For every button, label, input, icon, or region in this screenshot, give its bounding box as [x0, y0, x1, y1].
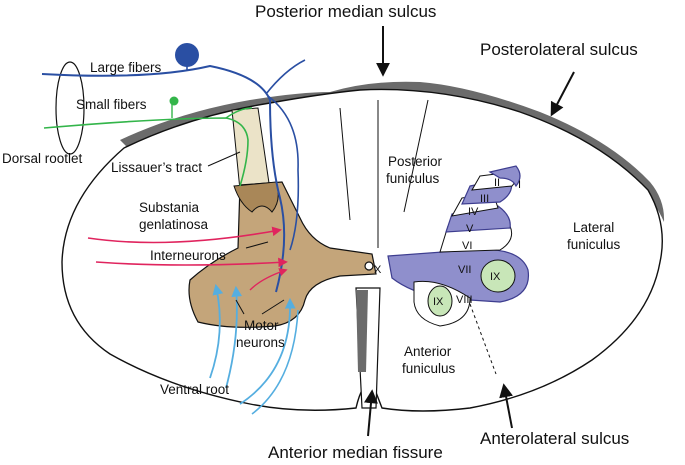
anterior-median-fissure-label: Anterior median fissure — [268, 443, 443, 462]
large-fiber-branch — [267, 95, 300, 251]
posterolateral-sulcus-label: Posterolateral sulcus — [480, 40, 638, 59]
ventral-root-fiber-3 — [239, 297, 296, 405]
lamina-viii-label: VIII — [456, 294, 473, 306]
lamina-vi-label: VI — [462, 240, 472, 252]
lamina-iv-label: IV — [468, 206, 479, 218]
posterior-septum-right — [403, 99, 429, 213]
lamina-ix-lateral-label: IX — [490, 271, 501, 283]
ventral-root-fiber-2 — [225, 285, 243, 389]
motor-neurons-label-line2: neurons — [236, 335, 285, 350]
anterior-funiculus-label-line1: Anterior — [404, 344, 452, 359]
posterior-septum-left — [339, 107, 351, 221]
lamina-i-region — [488, 165, 521, 188]
motor-pointer-2 — [261, 299, 285, 315]
substantia-label-line2: genlatinosa — [139, 217, 209, 232]
lamina-ix-medial-region — [427, 285, 453, 317]
interneurons-label: Interneurons — [150, 248, 226, 263]
small-fiber-path — [43, 117, 249, 187]
interneuron-pointer — [245, 241, 269, 249]
lamina-ix-lateral-region — [480, 259, 516, 293]
interneuron-arrow-motor — [249, 268, 288, 291]
lissauer-pointer — [207, 151, 241, 167]
posterior-funiculus-label-line1: Posterior — [388, 154, 443, 169]
anterolateral-sulcus-label: Anterolateral sulcus — [480, 429, 629, 448]
dorsal-rootlet-ellipse — [55, 61, 85, 155]
anterolateral-sulcus-arrow — [499, 383, 513, 429]
large-fibers-label: Large fibers — [90, 60, 162, 75]
lamina-v-label: V — [466, 223, 474, 235]
lamina-ii-label: II — [494, 177, 500, 189]
interneuron-arrow-upper — [87, 226, 282, 244]
small-fiber-branch — [225, 107, 253, 119]
central-canal-mark: X — [374, 264, 382, 276]
lamina-i-label: I — [518, 179, 521, 191]
ventral-root-fiber-4 — [251, 309, 299, 415]
anterior-funiculus-label-line2: funiculus — [402, 361, 456, 376]
ventral-root-label: Ventral root — [160, 382, 229, 397]
large-fiber-cell-body-icon — [175, 43, 199, 67]
anterior-median-fissure-arrow — [364, 389, 378, 437]
substantia-label-line1: Substania — [139, 200, 200, 215]
posterior-median-sulcus-label: Posterior median sulcus — [255, 2, 436, 21]
lamina-iii-label: III — [480, 193, 489, 205]
lissauers-tract-label: Lissauer’s tract — [111, 160, 202, 175]
lamina-ix-medial-label: IX — [433, 296, 444, 308]
large-fiber-ascending — [265, 59, 306, 95]
lateral-funiculus-label-line2: funiculus — [567, 237, 621, 252]
fissure-shade — [356, 290, 368, 372]
small-fiber-cell-body-icon — [169, 96, 179, 106]
motor-pointer-1 — [235, 299, 245, 315]
ventral-root-fiber-1 — [209, 283, 224, 379]
central-canal — [364, 261, 374, 271]
interneuron-arrow-lower — [95, 257, 288, 268]
posterolateral-sulcus-arrow — [550, 71, 575, 117]
substantia-gelatinosa-region — [233, 181, 279, 213]
small-fibers-label: Small fibers — [76, 97, 147, 112]
lamina-vii-label: VII — [458, 264, 471, 276]
motor-neurons-label-line1: Motor — [244, 318, 279, 333]
dorsal-rootlet-label: Dorsal rootlet — [2, 151, 83, 166]
posterior-funiculus-label-line2: funiculus — [386, 171, 440, 186]
lateral-funiculus-label-line1: Lateral — [573, 220, 614, 235]
anterolateral-boundary-line — [469, 303, 497, 375]
